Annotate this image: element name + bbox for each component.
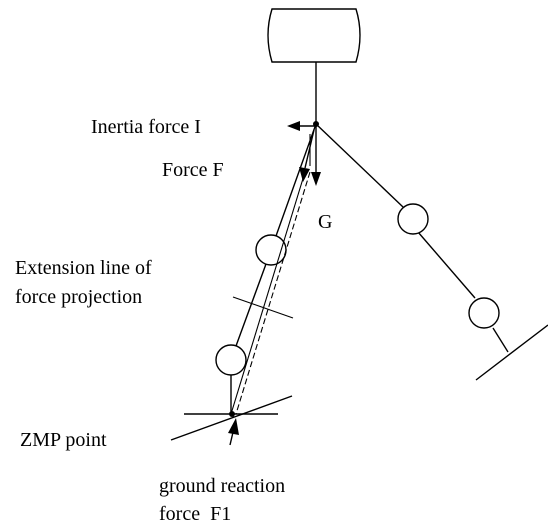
extension-line-label-line1: Extension line of — [15, 257, 152, 279]
gravity-arrow — [309, 126, 321, 186]
swing-leg-lower-link — [417, 231, 476, 299]
ground-reaction-label-line2: force F1 — [159, 503, 231, 525]
inertia-force-label: Inertia force I — [91, 116, 201, 138]
gravity-label: G — [318, 211, 332, 233]
zmp-point-marker — [229, 411, 235, 417]
inertia-force-arrow — [287, 121, 316, 131]
ground-reaction-arrow — [228, 418, 239, 446]
hip-point-marker — [313, 121, 319, 127]
swing-leg-foot-link — [492, 327, 509, 353]
extension-tick — [232, 296, 294, 319]
robot-torso — [267, 8, 361, 63]
support-leg-lower-link — [235, 263, 267, 347]
support-leg-upper-link — [275, 123, 317, 237]
force-projection-extension-line — [230, 171, 311, 415]
swing-knee-joint — [397, 203, 429, 235]
swing-ankle-joint — [468, 297, 500, 329]
swing-leg-upper-link — [315, 123, 404, 208]
force-f-arrow — [299, 129, 315, 182]
support-ground-line — [170, 395, 293, 441]
ground-reaction-label-line1: ground reaction — [159, 475, 285, 497]
swing-ground-line — [475, 324, 548, 381]
force-f-label: Force F — [162, 159, 224, 181]
extension-line-label-line2: force projection — [15, 286, 142, 308]
support-ankle-joint — [215, 344, 247, 376]
swing-leg — [315, 123, 548, 381]
zmp-point-label: ZMP point — [20, 429, 107, 451]
